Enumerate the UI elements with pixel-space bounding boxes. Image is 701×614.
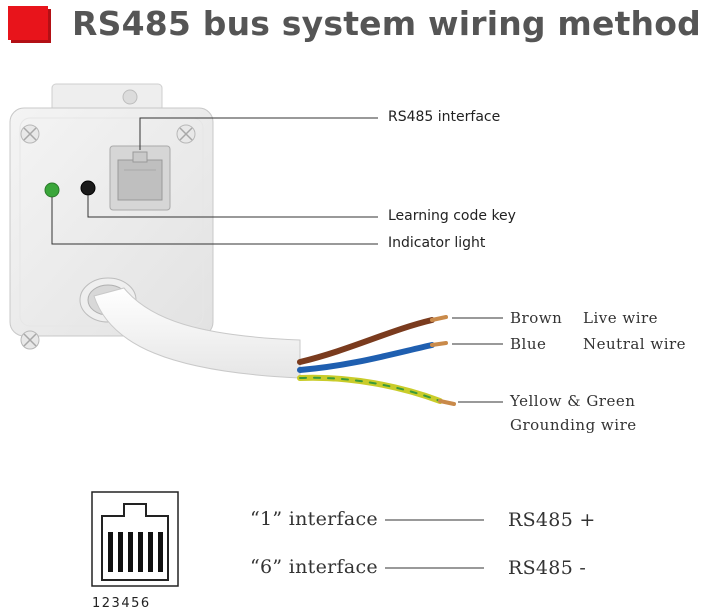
wiring-diagram: [9, 83, 503, 587]
rs485-plus-label: RS485 +: [508, 509, 596, 531]
screw-icon: [176, 124, 196, 144]
live-wire-label: Live wire: [583, 309, 659, 327]
pin-numbers: 123456: [92, 596, 151, 611]
leader-lines: [51, 117, 378, 245]
rj-port-icon: [109, 145, 171, 211]
device-top-tab: [51, 83, 163, 115]
brown-wire-label: Brown: [510, 309, 563, 327]
rs485-interface-label: RS485 interface: [388, 109, 501, 125]
indicator-light-icon: [44, 182, 60, 198]
screw-icon: [20, 124, 40, 144]
neutral-wire-label: Neutral wire: [583, 335, 687, 353]
blue-wire: [297, 342, 435, 373]
connector-pinout-icon: [91, 491, 179, 587]
brown-wire: [297, 317, 435, 365]
learning-code-key-icon: [80, 180, 96, 196]
indicator-light-label: Indicator light: [388, 235, 486, 251]
blue-wire-label: Blue: [510, 335, 547, 353]
grounding-wire-label: Grounding wire: [510, 416, 637, 434]
interface-6-label: “6” interface: [250, 556, 378, 578]
yellow-green-wire: [297, 374, 443, 404]
rs485-minus-label: RS485 -: [508, 557, 587, 579]
learning-code-key-label: Learning code key: [388, 208, 516, 224]
title-marker: [8, 6, 48, 40]
screw-icon: [20, 330, 40, 350]
wires: [297, 315, 456, 406]
pin-leader-lines: [385, 519, 484, 569]
yellow-green-wire-label: Yellow & Green: [510, 392, 636, 410]
wire-leader-lines: [452, 317, 503, 403]
interface-1-label: “1” interface: [250, 508, 378, 530]
page-title: RS485 bus system wiring method: [72, 4, 701, 43]
